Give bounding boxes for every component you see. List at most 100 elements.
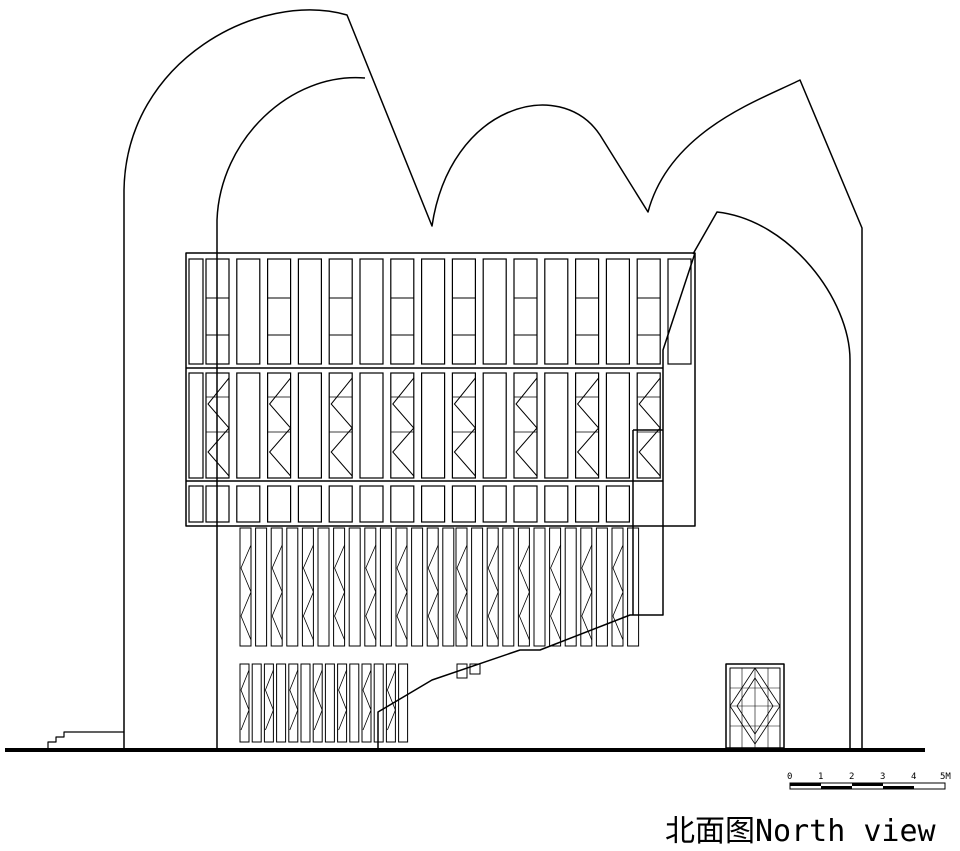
facade-panel-lower: [421, 485, 446, 523]
facade-panel-lower: [482, 485, 507, 523]
ground-louver: [239, 663, 250, 743]
facade-panel-middle: [236, 372, 261, 479]
scale-tick-5: 5M: [940, 772, 951, 782]
ground-louver: [337, 663, 348, 743]
panel-mullion: [637, 396, 661, 433]
vertical-louver: [471, 527, 484, 647]
ground-louver: [373, 663, 384, 743]
folded-shutter: [638, 377, 661, 477]
vertical-louver: [533, 527, 546, 647]
panel-mullion: [390, 396, 414, 433]
panel-mullion: [206, 297, 229, 336]
ground-louver: [288, 663, 299, 743]
scale-tick-4: 4: [911, 772, 916, 782]
facade-panel-lower: [359, 485, 384, 523]
ground-louver: [361, 663, 372, 743]
facade-box: [185, 252, 696, 527]
vertical-louver: [595, 527, 608, 647]
facade-panel-upper: [359, 258, 384, 365]
vertical-louver: [239, 527, 252, 647]
vertical-louver: [317, 527, 330, 647]
folded-shutter: [268, 377, 292, 477]
facade-cut-line: [377, 252, 696, 748]
vertical-louver: [455, 527, 468, 647]
scale-tick-2: 2: [849, 772, 854, 782]
louver-fold: [240, 669, 250, 731]
facade-panel-middle: [390, 372, 415, 479]
facade-panel-middle: [605, 372, 631, 479]
vertical-louver: [580, 527, 593, 647]
louver-fold: [386, 669, 396, 731]
folded-shutter: [515, 377, 538, 477]
vertical-louver: [442, 527, 455, 647]
facade-panel-lower: [297, 485, 322, 523]
scale-tick-1: 1: [818, 772, 823, 782]
facade-panel-middle: [482, 372, 507, 479]
vertical-louver: [379, 527, 392, 647]
louver-fold: [289, 669, 299, 731]
panel-mullion: [329, 396, 353, 433]
louver-fold: [313, 669, 323, 731]
vertical-louver: [364, 527, 377, 647]
facade-panel-upper: [421, 258, 446, 365]
ground-louver: [324, 663, 335, 743]
folded-shutter: [392, 377, 415, 477]
facade-panel-upper: [544, 258, 569, 365]
louver-fold: [550, 544, 562, 641]
ground-louver: [263, 663, 274, 743]
ground-louver: [349, 663, 360, 743]
panel-mullion: [514, 297, 537, 336]
vertical-louver: [333, 527, 346, 647]
facade-panel-middle: [636, 372, 661, 479]
ground-louver: [385, 663, 396, 743]
vertical-louver: [286, 527, 299, 647]
right-arch-line: [692, 211, 851, 748]
louver-fold: [518, 544, 530, 641]
facade-panel-upper: [513, 258, 538, 365]
louver-fold: [612, 544, 624, 641]
drawing-title: 北面图North view: [665, 814, 936, 849]
facade-panel-lower: [267, 485, 292, 523]
facade-panel-lower: [236, 485, 261, 523]
panel-mullion: [206, 396, 229, 433]
facade-panel-upper: [390, 258, 415, 365]
scale-tick-0: 0: [787, 772, 792, 782]
facade-panel-upper: [205, 258, 230, 365]
facade-panel-upper: [267, 258, 292, 365]
facade-panel-middle: [513, 372, 538, 479]
facade-panel-lower: [513, 485, 538, 523]
folded-shutter: [207, 377, 230, 477]
louver-fold: [365, 544, 377, 641]
facade-panel-upper: [636, 258, 661, 365]
facade-panel-lower: [605, 485, 631, 523]
side-door-grid: [730, 668, 780, 748]
panel-mullion: [575, 297, 599, 336]
facade-panel-upper: [328, 258, 353, 365]
vertical-louver: [270, 527, 283, 647]
facade-panel-upper: [451, 258, 476, 365]
panel-mullion: [514, 396, 537, 433]
facade-panel-lower: [574, 485, 600, 523]
ground-louver: [469, 663, 481, 675]
panel-mullion: [452, 396, 476, 433]
ground-louver: [456, 663, 468, 679]
vertical-louver: [348, 527, 361, 647]
facade-panel-middle: [205, 372, 230, 479]
panel-mullion: [390, 297, 414, 336]
facade-panel-middle: [544, 372, 569, 479]
panel-mullion: [267, 396, 291, 433]
vertical-louver: [517, 527, 530, 647]
louver-fold: [271, 544, 283, 641]
ground-louver: [276, 663, 287, 743]
louver-fold: [581, 544, 593, 641]
facade-panel-middle: [297, 372, 322, 479]
entry-steps: [47, 731, 124, 748]
facade-panel-upper: [297, 258, 322, 365]
louver-fold: [240, 544, 252, 641]
vertical-louver: [301, 527, 314, 647]
facade-panel-lower: [390, 485, 415, 523]
vertical-louver: [395, 527, 408, 647]
louver-fold: [362, 669, 372, 731]
panel-mullion: [452, 297, 476, 336]
folded-shutter: [453, 377, 477, 477]
